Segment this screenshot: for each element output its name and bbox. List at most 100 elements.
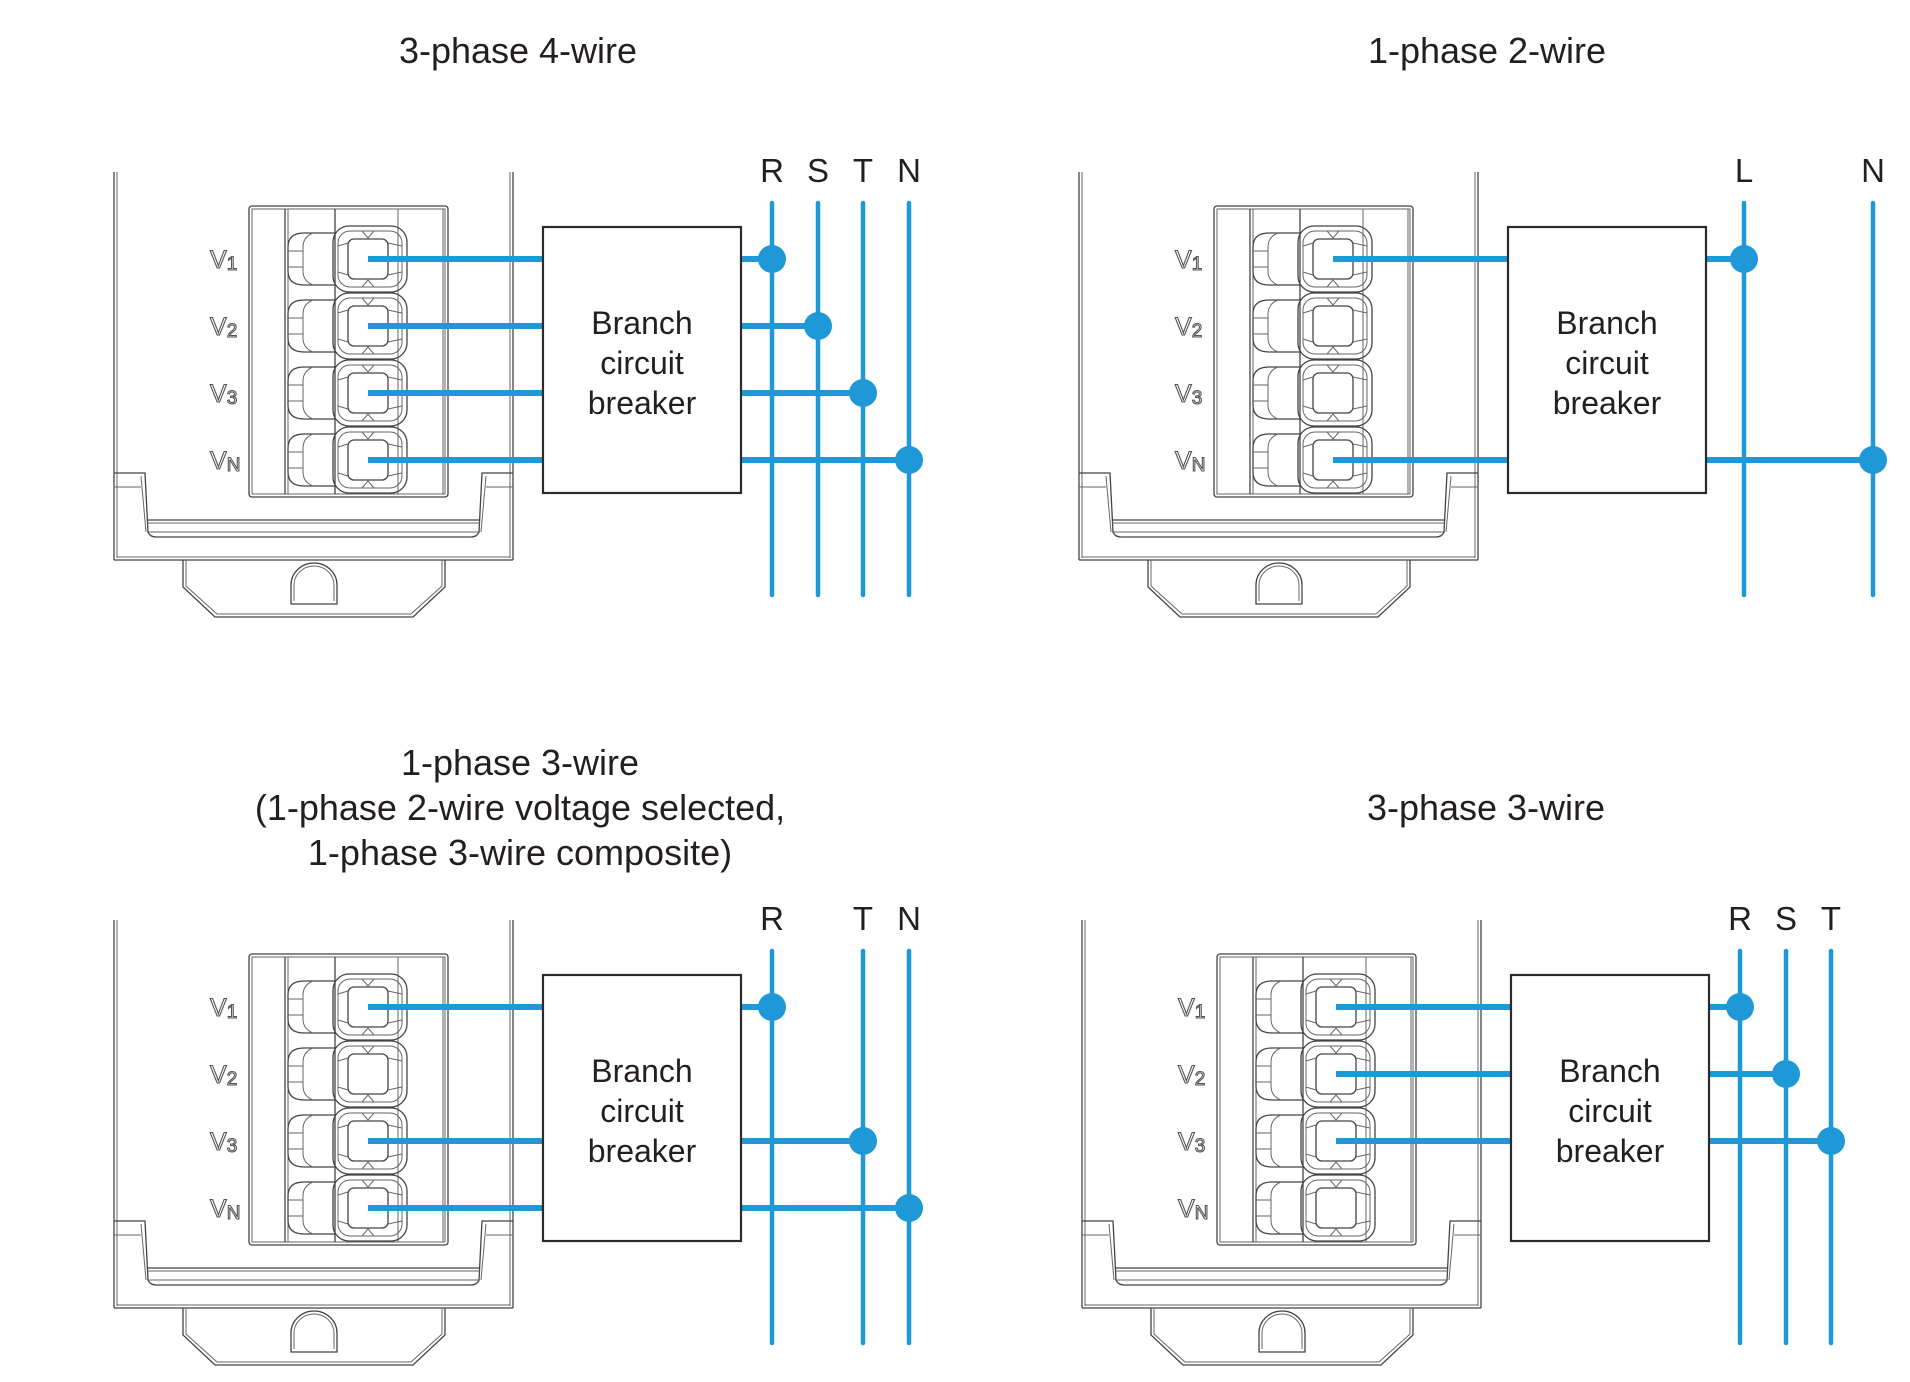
- bus-label: T: [853, 152, 873, 189]
- terminal-clamp: [1297, 359, 1373, 427]
- terminal-label-main: V: [1178, 1128, 1195, 1156]
- branch-circuit-breaker: [1509, 973, 1711, 1243]
- terminal-label-main: V: [1175, 246, 1192, 274]
- terminal-label-sub: 3: [1192, 388, 1203, 409]
- terminal-label-sub: 1: [227, 254, 238, 275]
- bus-label: L: [1735, 152, 1753, 189]
- terminal-label-main: V: [210, 246, 227, 274]
- terminal-lever: [287, 1047, 335, 1101]
- breaker-label: breaker: [588, 385, 697, 421]
- bus-label: R: [1728, 900, 1752, 937]
- terminal-label: V3: [1178, 1128, 1205, 1157]
- terminal-lever: [1255, 1114, 1303, 1168]
- mounting-foot: [182, 560, 446, 618]
- breaker-label: breaker: [588, 1133, 697, 1169]
- breaker-label: breaker: [1553, 385, 1662, 421]
- junction-dot: [895, 446, 923, 474]
- panel-one-phase-three-wire: 1-phase 3-wire(1-phase 2-wire voltage se…: [113, 742, 923, 1366]
- terminal-label-sub: 1: [1195, 1002, 1206, 1023]
- terminal-lever: [1252, 232, 1300, 286]
- terminal-label-main: V: [1178, 1061, 1195, 1089]
- terminal-label: V3: [210, 380, 237, 409]
- junction-dot: [1772, 1060, 1800, 1088]
- bus-label: S: [1775, 900, 1797, 937]
- terminal-label-main: V: [210, 1195, 227, 1223]
- terminal-label-sub: N: [227, 1203, 241, 1224]
- terminal-block-body: [248, 205, 449, 498]
- din-rail-channel: [114, 472, 513, 538]
- junction-dot: [1859, 446, 1887, 474]
- bus-label: N: [897, 900, 921, 937]
- bus-label: T: [853, 900, 873, 937]
- terminal-label-sub: 3: [227, 1136, 238, 1157]
- din-rail-channel: [1079, 472, 1478, 538]
- branch-circuit-breaker: [541, 973, 743, 1243]
- mounting-foot: [1150, 1308, 1414, 1366]
- terminal-lever: [287, 1114, 335, 1168]
- terminal-label-sub: 1: [227, 1002, 238, 1023]
- terminal-lever: [287, 980, 335, 1034]
- mounting-foot: [182, 1308, 446, 1366]
- mounting-hole: [1258, 1310, 1306, 1353]
- junction-dot: [1817, 1127, 1845, 1155]
- terminal-label-main: V: [210, 313, 227, 341]
- terminal-lever: [1255, 1181, 1303, 1235]
- terminal-label-main: V: [210, 380, 227, 408]
- bus-label: N: [897, 152, 921, 189]
- terminal-label-main: V: [210, 447, 227, 475]
- terminal-label-sub: N: [1192, 455, 1206, 476]
- terminal-lever: [287, 433, 335, 487]
- terminal-label: V1: [210, 994, 237, 1023]
- terminal-block: [248, 205, 449, 498]
- panel-title: 1-phase 3-wire: [401, 742, 639, 783]
- terminal-label: V2: [210, 1061, 237, 1090]
- panel-subtitle: 1-phase 3-wire composite): [308, 832, 732, 873]
- terminal-lever: [1255, 1047, 1303, 1101]
- terminal-lever: [1255, 980, 1303, 1034]
- terminal-label: V3: [1175, 380, 1202, 409]
- terminal-label: V1: [1178, 994, 1205, 1023]
- terminal-label-sub: N: [227, 455, 241, 476]
- breaker-label: circuit: [600, 1093, 684, 1129]
- breaker-label: Branch: [1556, 305, 1657, 341]
- terminal-label: VN: [210, 447, 240, 476]
- terminal-label-sub: 2: [1195, 1069, 1206, 1090]
- terminal-lever: [287, 232, 335, 286]
- terminal-block-body: [1213, 205, 1414, 498]
- junction-dot: [849, 1127, 877, 1155]
- panel-subtitle: (1-phase 2-wire voltage selected,: [255, 787, 785, 828]
- terminal-label-main: V: [210, 1128, 227, 1156]
- breaker-label: breaker: [1556, 1133, 1665, 1169]
- terminal-label: V3: [210, 1128, 237, 1157]
- breaker-label: circuit: [1565, 345, 1649, 381]
- terminal-block-body: [1216, 953, 1417, 1246]
- terminal-lever: [1252, 366, 1300, 420]
- breaker-label: Branch: [591, 305, 692, 341]
- terminal-lever: [287, 299, 335, 353]
- breaker-label: Branch: [591, 1053, 692, 1089]
- terminal-label-main: V: [210, 1061, 227, 1089]
- terminal-block: [248, 953, 449, 1246]
- terminal-block: [1216, 953, 1417, 1246]
- terminal-lever: [1252, 299, 1300, 353]
- terminal-label-sub: 2: [1192, 321, 1203, 342]
- terminal-label: V1: [1175, 246, 1202, 275]
- terminal-label-sub: 2: [227, 321, 238, 342]
- terminal-lever: [287, 366, 335, 420]
- terminal-clamp: [1300, 1174, 1376, 1242]
- terminal-label-sub: 2: [227, 1069, 238, 1090]
- terminal-label-sub: 3: [227, 388, 238, 409]
- terminal-block: [1213, 205, 1414, 498]
- junction-dot: [1726, 993, 1754, 1021]
- terminal-label: VN: [1178, 1195, 1208, 1224]
- mounting-hole: [290, 1310, 338, 1353]
- terminal-label-main: V: [1175, 447, 1192, 475]
- mounting-foot: [1147, 560, 1411, 618]
- junction-dot: [1730, 245, 1758, 273]
- junction-dot: [849, 379, 877, 407]
- terminal-label-main: V: [1178, 994, 1195, 1022]
